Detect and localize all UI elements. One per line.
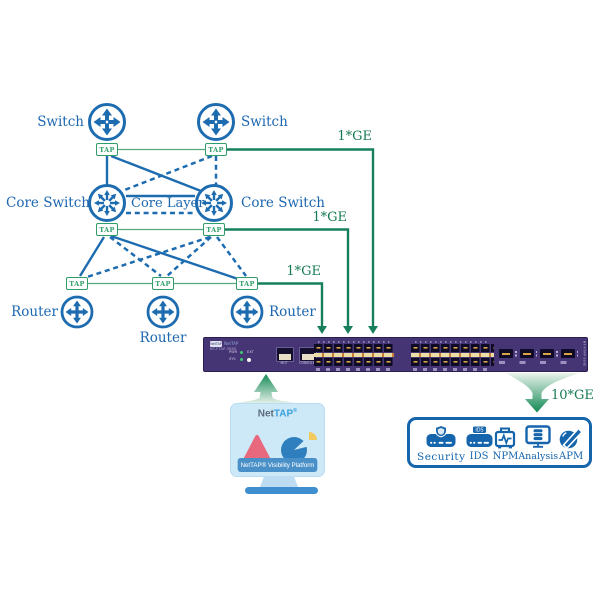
console-port-label: CONSOLE bbox=[299, 360, 315, 365]
npm-device-icon bbox=[495, 427, 516, 449]
mgt-port-label: MGT bbox=[280, 360, 288, 365]
switch-left-icon bbox=[90, 105, 125, 140]
brand-net: Net bbox=[257, 408, 274, 420]
core-switch-right-label: Core Switch bbox=[241, 195, 325, 211]
tool-ids: IDS IDS bbox=[466, 425, 493, 462]
led-label-sys: SYS bbox=[229, 356, 236, 361]
apm-gauge-icon bbox=[559, 427, 584, 450]
tool-label: IDS bbox=[469, 451, 489, 462]
tap-core-right: TAP bbox=[203, 223, 225, 236]
uplink-ports bbox=[499, 349, 578, 358]
port-numbers bbox=[413, 368, 492, 371]
ge-label-router: 1*GE bbox=[286, 264, 321, 279]
tool-label: NPM bbox=[492, 451, 519, 462]
sys-led bbox=[240, 358, 243, 361]
led-label-ext: EXT bbox=[247, 349, 254, 354]
vent-holes bbox=[415, 341, 490, 343]
device-logo: NetTAP bbox=[210, 341, 222, 347]
sfp-row-top bbox=[314, 344, 394, 352]
reset-button bbox=[247, 357, 251, 362]
tap-router-middle: TAP bbox=[152, 277, 174, 290]
router-middle-label: Router bbox=[139, 330, 187, 346]
ids-appliance-icon: IDS bbox=[466, 425, 493, 447]
switch-right-label: Switch bbox=[241, 114, 288, 130]
switch-right-icon bbox=[199, 105, 234, 140]
platform-brand: NetTAP® bbox=[230, 408, 325, 419]
tool-apm: APM bbox=[558, 425, 584, 462]
router-right-label: Router bbox=[269, 304, 316, 320]
tap-router-left: TAP bbox=[66, 277, 88, 290]
tool-label: Security bbox=[417, 451, 466, 463]
tap-router-right: TAP bbox=[236, 277, 258, 290]
core-layer-label: Core Layer bbox=[131, 196, 205, 211]
router-left-label: Router bbox=[11, 304, 58, 320]
device-side-text: NT-FTAP-36XE bbox=[582, 341, 586, 367]
sfp-row-top bbox=[411, 344, 494, 352]
tap-switch-left: TAP bbox=[96, 143, 118, 156]
tool-label: Analysis bbox=[518, 451, 559, 462]
port-label-strip bbox=[411, 353, 494, 357]
ge-label-switch: 1*GE bbox=[337, 129, 372, 144]
core-switch-left-label: Core Switch bbox=[6, 195, 90, 211]
device-brand-text: NetTAP bbox=[224, 341, 239, 346]
vent-holes bbox=[318, 341, 390, 343]
router-left-icon bbox=[62, 297, 92, 327]
ge-arrowheads bbox=[317, 326, 378, 334]
monitor-base bbox=[245, 487, 318, 494]
tap-row-links bbox=[88, 148, 236, 285]
network-packet-broker: NetTAP NetTAP NT-FTAP-36XE PWR EXT SYS M… bbox=[203, 337, 588, 372]
uplink-port-3 bbox=[540, 349, 558, 358]
core-switch-left-icon bbox=[90, 186, 125, 221]
uplink-port-2 bbox=[519, 349, 537, 358]
uplink-port-1 bbox=[499, 349, 517, 358]
router-right-icon bbox=[232, 297, 262, 327]
pwr-led bbox=[240, 351, 243, 354]
tools-box: Security IDS IDS NPM bbox=[407, 417, 592, 468]
brand-reg: ® bbox=[293, 408, 298, 414]
tool-npm: NPM bbox=[492, 425, 519, 462]
brand-tap: TAP bbox=[273, 408, 294, 420]
monitor-up-arrow bbox=[237, 374, 295, 403]
ge-label-uplink: 10*GE bbox=[551, 388, 594, 403]
sfp-bank-2 bbox=[411, 341, 494, 371]
tool-label: APM bbox=[559, 451, 584, 462]
switch-left-label: Switch bbox=[37, 114, 84, 130]
tools-down-arrow bbox=[506, 373, 579, 413]
solid-links bbox=[78, 154, 242, 282]
platform-banner: NetTAP® Visibility Platform bbox=[237, 458, 318, 472]
monitor-stand bbox=[260, 477, 298, 487]
ids-badge-text: IDS bbox=[475, 428, 483, 434]
device-model-text: NT-FTAP-36XE bbox=[210, 347, 237, 351]
device-led-panel: PWR EXT SYS bbox=[229, 349, 258, 363]
uplink-port-labels bbox=[499, 361, 574, 364]
sfp-bank-1 bbox=[314, 341, 394, 371]
tool-analysis: Analysis bbox=[518, 425, 558, 462]
ge-label-core: 1*GE bbox=[312, 210, 347, 225]
port-label-strip bbox=[314, 353, 394, 357]
uplink-port-4 bbox=[560, 349, 578, 358]
mgt-port bbox=[276, 347, 294, 362]
tap-switch-right: TAP bbox=[205, 143, 227, 156]
analysis-monitor-icon bbox=[525, 425, 551, 448]
sfp-row-bottom bbox=[314, 358, 394, 366]
router-middle-icon bbox=[148, 297, 178, 327]
dashed-links bbox=[86, 154, 248, 279]
pie-slice-yellow bbox=[309, 432, 317, 440]
security-appliance-icon bbox=[426, 425, 456, 447]
sfp-row-bottom bbox=[411, 358, 494, 366]
port-numbers bbox=[316, 368, 392, 371]
ge-feed-lines bbox=[225, 148, 375, 326]
tap-core-left: TAP bbox=[96, 223, 118, 236]
tool-security: Security bbox=[417, 425, 466, 463]
led-label-pwr: PWR bbox=[229, 349, 238, 354]
